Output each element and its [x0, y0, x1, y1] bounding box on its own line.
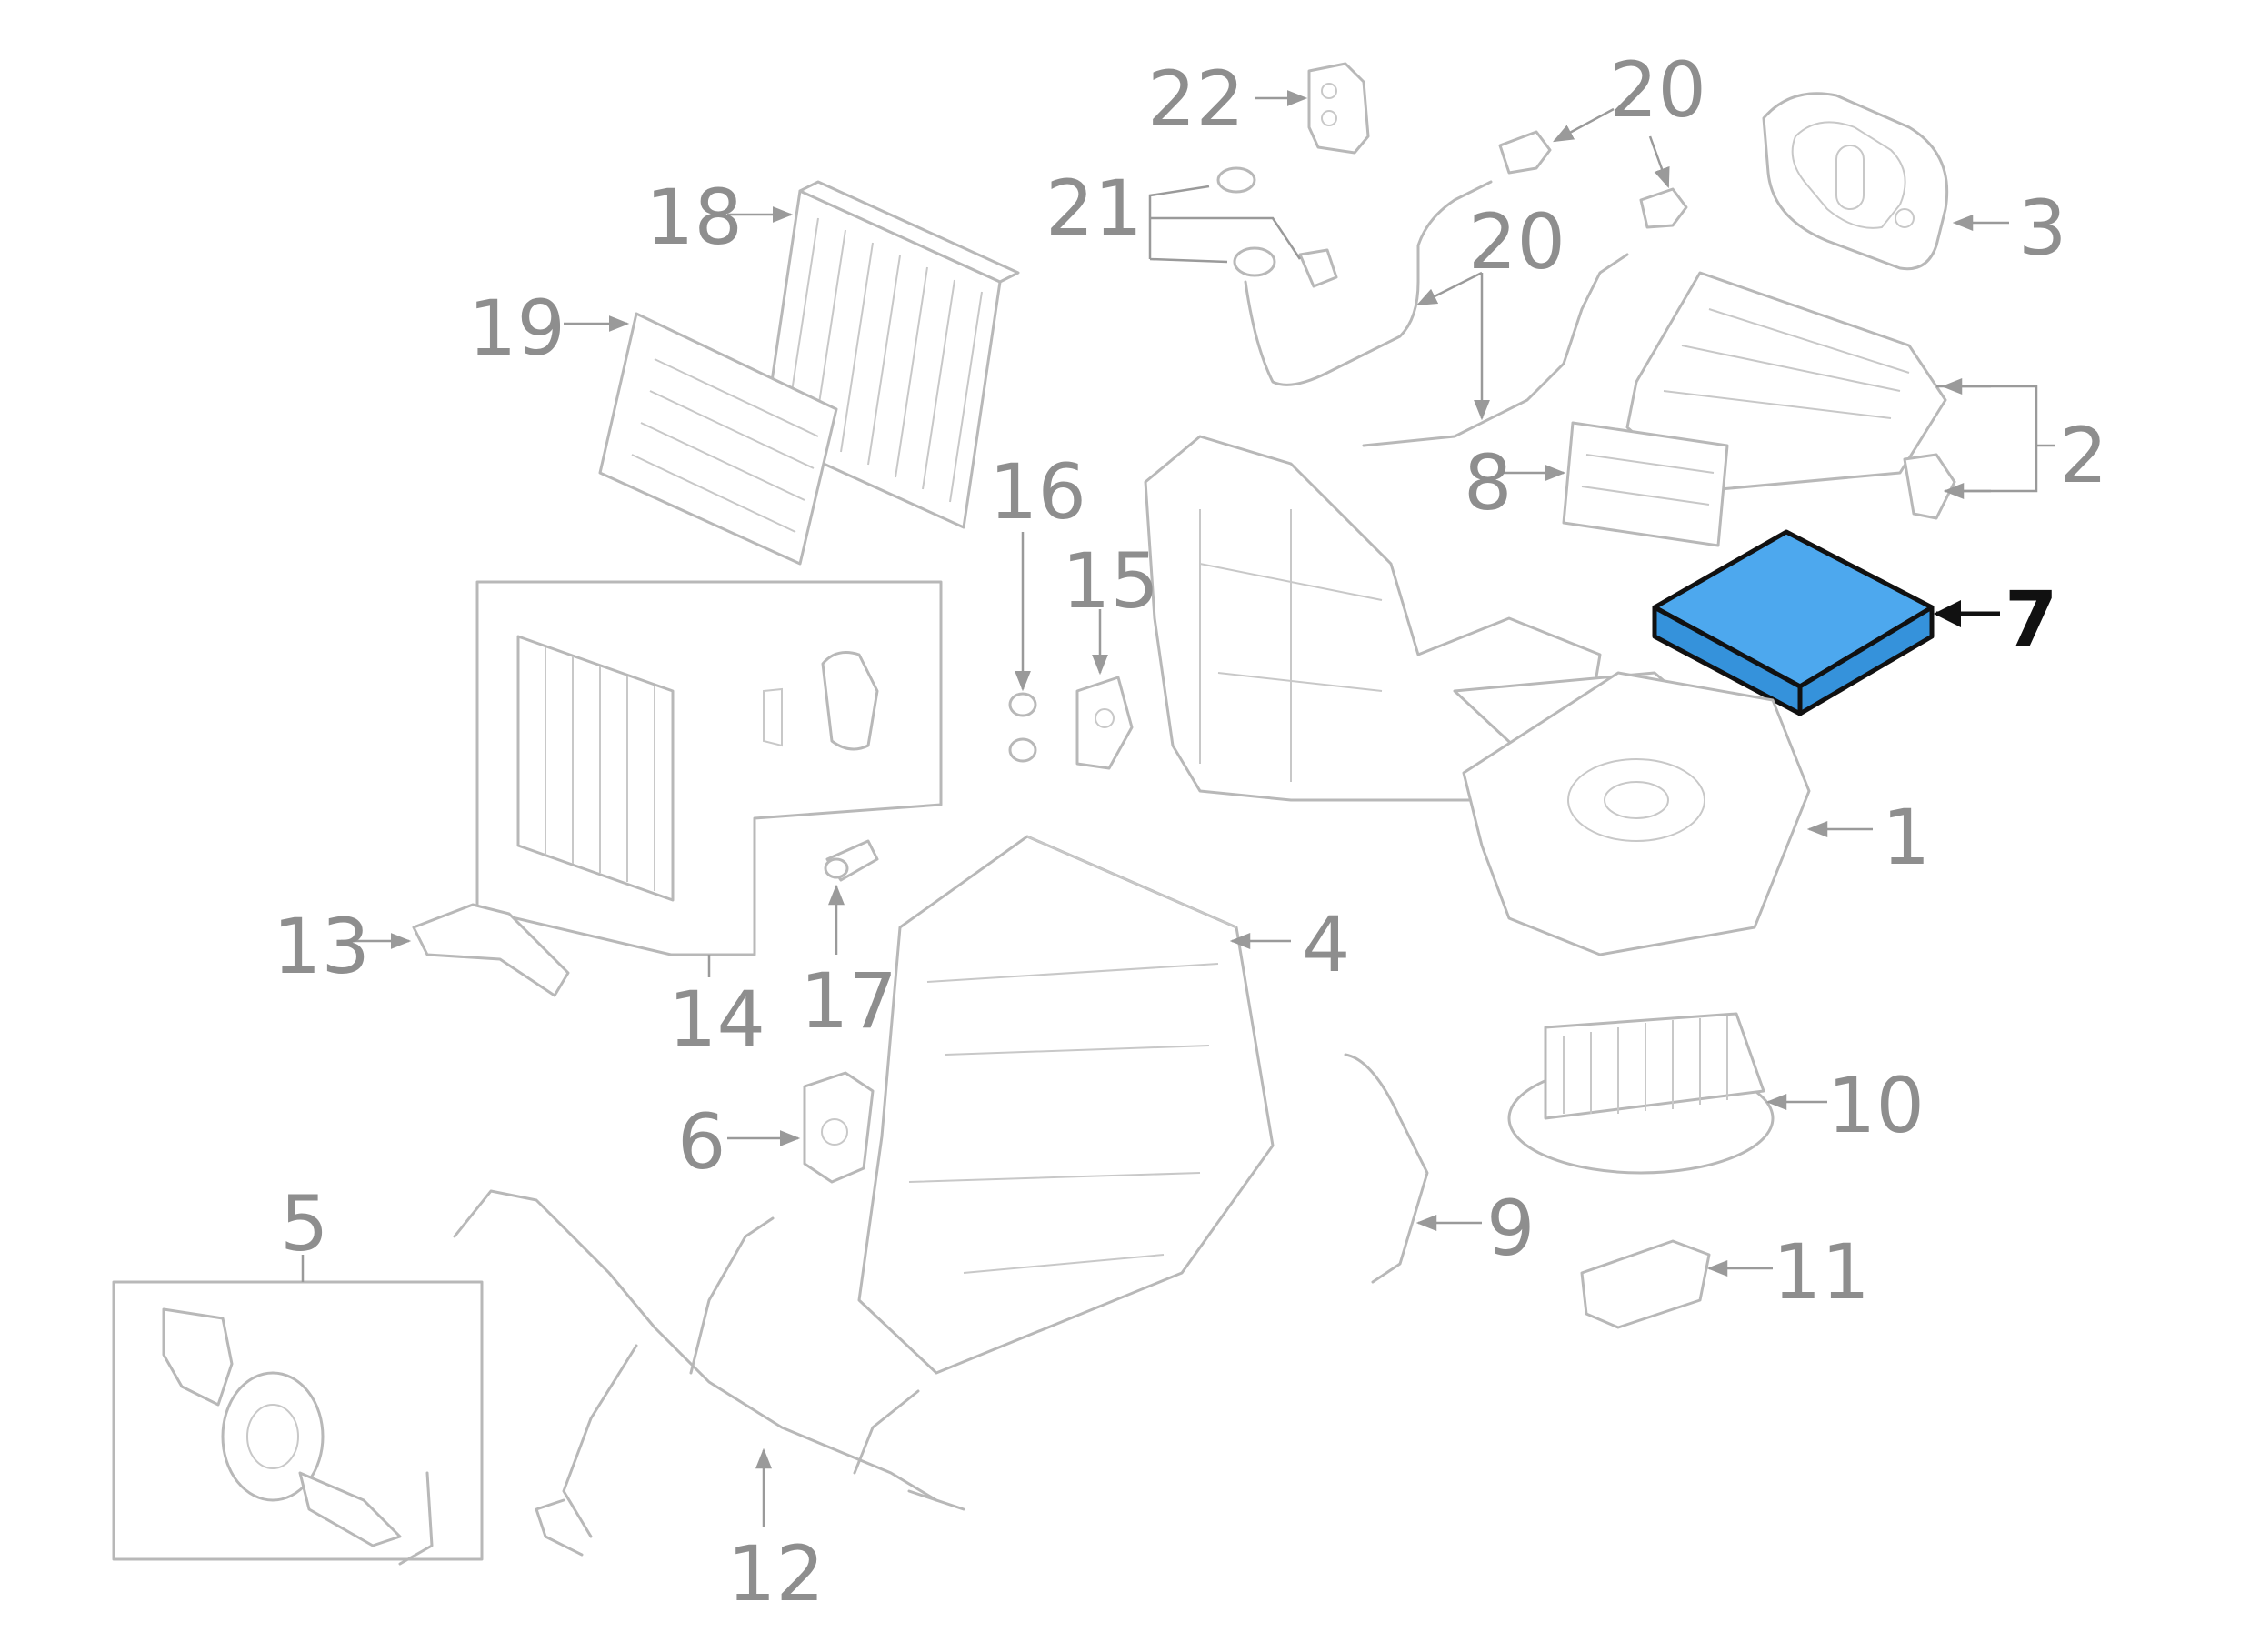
callout-1: 1 — [1882, 793, 1930, 882]
callout-17: 17 — [800, 956, 897, 1046]
part-15-expansion-valve — [1075, 676, 1134, 770]
part-7-cabin-air-filter[interactable] — [1652, 529, 1935, 716]
part-14-kit-box — [475, 580, 943, 956]
part-17-bolt — [824, 839, 879, 882]
callout-14: 14 — [668, 975, 765, 1064]
part-19-evaporator — [598, 312, 838, 566]
callout-8: 8 — [1464, 438, 1512, 527]
callout-19: 19 — [468, 284, 565, 373]
part-9-drain-hose — [1344, 1053, 1429, 1284]
filter-end-face — [1797, 605, 1935, 716]
part-5-kit-box — [112, 1280, 484, 1566]
callout-18: 18 — [645, 173, 743, 262]
part-11-resistor — [1580, 1239, 1711, 1329]
part-13-sensor — [412, 903, 570, 997]
callout-11: 11 — [1773, 1227, 1870, 1317]
callout-20-top: 20 — [1609, 45, 1706, 135]
part-10-blower-motor — [1507, 1012, 1775, 1175]
callout-9: 9 — [1486, 1184, 1535, 1273]
callout-20-mid: 20 — [1468, 197, 1565, 286]
callout-22: 22 — [1147, 55, 1245, 144]
callout-16: 16 — [989, 447, 1086, 536]
callout-5: 5 — [280, 1179, 328, 1268]
part-20-hoses — [1244, 180, 1629, 447]
callout-13: 13 — [273, 902, 370, 991]
part-22-bracket — [1307, 62, 1370, 155]
callout-21: 21 — [1045, 164, 1143, 253]
callout-7: 7 — [2005, 575, 2057, 664]
callout-12: 12 — [727, 1529, 825, 1618]
callout-15: 15 — [1062, 536, 1159, 626]
callout-3: 3 — [2018, 184, 2066, 273]
part-8-screen — [1562, 421, 1729, 547]
part-6-actuator — [803, 1071, 875, 1184]
part-16-orings — [1008, 692, 1037, 763]
callout-4: 4 — [1302, 900, 1350, 989]
leader-21 — [1148, 185, 1302, 264]
callout-10: 10 — [1827, 1061, 1925, 1150]
callout-6: 6 — [677, 1097, 725, 1186]
part-20-connector-upper — [1498, 130, 1688, 229]
leader-20a-2 — [1648, 135, 1670, 189]
part-1-blower-housing — [1462, 671, 1811, 956]
part-21-orings — [1216, 166, 1338, 288]
part-3-seal-plate — [1762, 92, 1949, 271]
leader-20b-1 — [1415, 271, 1483, 306]
part-12-wiring-harness — [453, 1189, 965, 1557]
callout-2: 2 — [2059, 411, 2107, 500]
leader-20a-1 — [1553, 107, 1615, 143]
part-2-upper-housing — [1625, 271, 1956, 520]
part-4-lower-housing — [857, 835, 1275, 1375]
